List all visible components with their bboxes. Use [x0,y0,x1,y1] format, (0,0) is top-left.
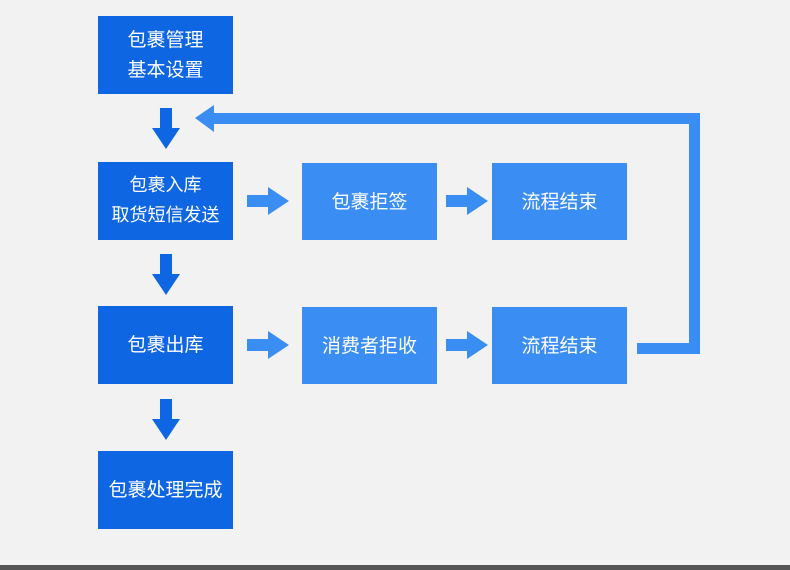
node-basic-settings-line1: 包裹管理 [127,29,204,51]
node-inbound: 包裹入库 取货短信发送 [98,162,233,240]
arrow-left-icon [195,105,214,132]
node-inbound-line2: 取货短信发送 [111,205,220,226]
node-reject-sign-label: 包裹拒签 [331,190,408,213]
arrow-down-icon [152,108,180,149]
arrow-right-icon [247,187,289,215]
arrow-down-icon [152,254,180,295]
node-end-bottom: 流程结束 [492,307,627,384]
arrow-right-icon [446,331,488,359]
arrow-right-icon [247,331,289,359]
loop-line-vertical [689,113,700,354]
loop-line-horizontal-bottom [637,343,700,354]
node-complete-label: 包裹处理完成 [108,479,223,501]
node-end-bottom-label: 流程结束 [521,334,598,357]
node-end-top-label: 流程结束 [521,190,598,213]
arrow-down-icon [152,399,180,440]
node-outbound-label: 包裹出库 [127,334,204,356]
bottom-divider [0,565,790,570]
loop-line-horizontal-top [212,113,700,124]
node-consumer-reject: 消费者拒收 [302,307,437,384]
node-complete: 包裹处理完成 [98,451,233,529]
node-consumer-reject-label: 消费者拒收 [321,334,417,357]
node-reject-sign: 包裹拒签 [302,163,437,240]
node-outbound: 包裹出库 [98,306,233,384]
node-basic-settings-line2: 基本设置 [127,59,204,81]
node-basic-settings: 包裹管理 基本设置 [98,16,233,94]
node-inbound-line1: 包裹入库 [129,175,202,196]
arrow-right-icon [446,187,488,215]
node-end-top: 流程结束 [492,163,627,240]
